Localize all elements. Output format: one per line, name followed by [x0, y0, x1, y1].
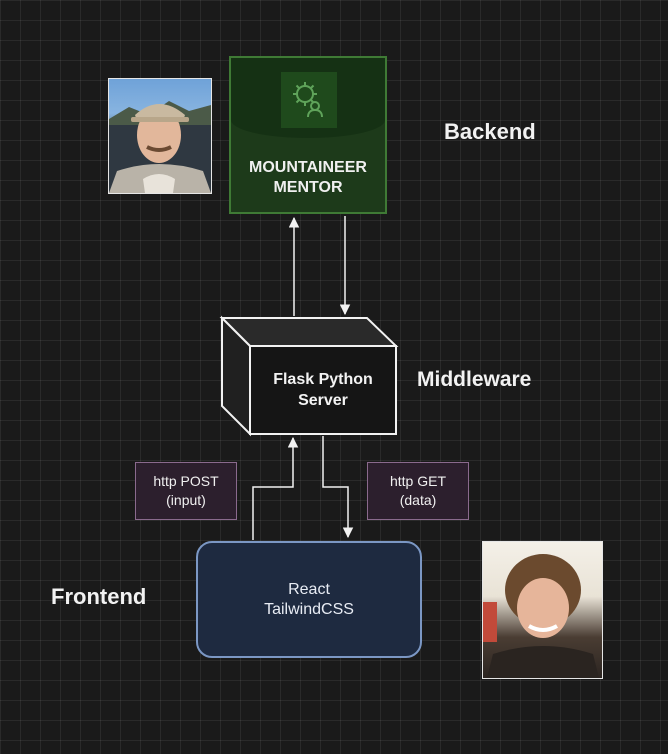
http-get-label: http GET (data) [367, 462, 469, 520]
http-get-line2: (data) [399, 492, 437, 508]
middleware-line2: Server [298, 392, 348, 409]
arrow-post-request [252, 436, 299, 540]
frontend-node: React TailwindCSS [196, 541, 422, 658]
backend-title: MOUNTAINEER MENTOR [231, 158, 385, 198]
frontend-line1: React [288, 580, 330, 598]
http-post-line1: http POST [153, 473, 219, 489]
gear-person-icon [281, 72, 337, 128]
backend-title-line1: MOUNTAINEER [249, 159, 367, 176]
http-get-line1: http GET [389, 473, 447, 489]
middleware-cube [219, 315, 399, 437]
backend-developer-photo [108, 78, 212, 194]
http-post-line2: (input) [166, 492, 206, 508]
frontend-line2: TailwindCSS [264, 600, 354, 618]
middleware-label: Middleware [417, 368, 532, 391]
http-post-label: http POST (input) [135, 462, 237, 520]
arrow-get-response [322, 436, 354, 539]
frontend-developer-photo [482, 541, 603, 679]
frontend-label: Frontend [51, 584, 147, 609]
backend-node: MOUNTAINEER MENTOR [229, 56, 387, 214]
middleware-node: Flask Python Server [250, 346, 396, 434]
backend-title-line2: MENTOR [273, 179, 343, 196]
middleware-line1: Flask Python [273, 371, 373, 388]
backend-label: Backend [444, 119, 536, 144]
